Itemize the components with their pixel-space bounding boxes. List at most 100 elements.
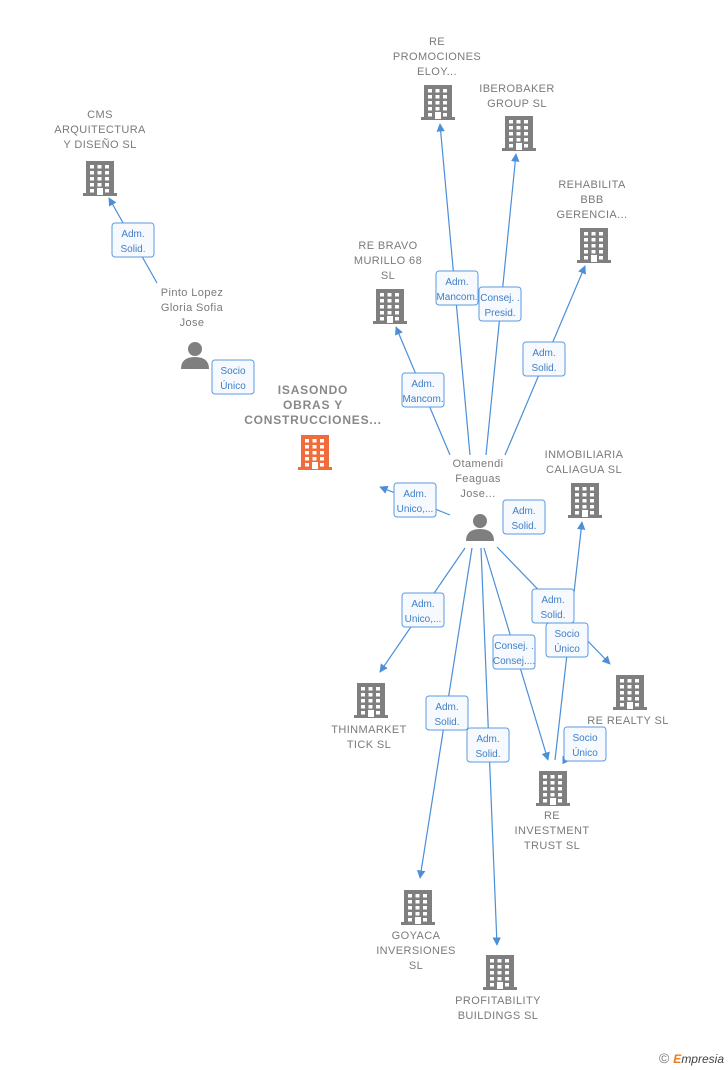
edge-label-line: Unico,...	[397, 504, 434, 515]
building-icon	[577, 228, 611, 263]
node-label: BUILDINGS SL	[458, 1010, 539, 1022]
edge-label-line: Adm.	[532, 348, 555, 359]
node-label: RE	[544, 810, 560, 822]
edge-label-line: Adm.	[435, 702, 458, 713]
node-label: Gloria Sofia	[161, 302, 224, 314]
building-icon	[83, 161, 117, 196]
node-profitability[interactable]: PROFITABILITY BUILDINGS SL	[455, 955, 541, 1022]
edge-label-otamendi-to-isasondo[interactable]: Adm.Unico,...	[393, 482, 437, 518]
edge-label-box	[466, 727, 510, 763]
copyright-icon: ©	[658, 1050, 670, 1066]
node-label: ARQUITECTURA	[54, 124, 146, 136]
edge-label-line: Adm.	[445, 277, 468, 288]
edge-label-line: Socio	[572, 733, 597, 744]
empresia-brand[interactable]: ©Empresia	[659, 1050, 724, 1066]
node-label: THINMARKET	[331, 724, 407, 736]
node-label: MURILLO 68	[354, 255, 422, 267]
edge-label-line: Único	[554, 642, 580, 655]
edge-label-line: Consej. .	[494, 641, 533, 652]
edge-label-line: Único	[220, 379, 246, 392]
edge-label-re_investment-to-inmobiliaria[interactable]: Adm.Solid.	[531, 588, 575, 624]
edge-label-otamendi-to-goyaca[interactable]: Adm. Solid.	[425, 695, 469, 731]
node-label: SL	[409, 960, 423, 972]
building-icon	[373, 289, 407, 324]
node-otamendi[interactable]: OtamendiFeaguasJose...	[453, 458, 504, 541]
node-label: Jose	[180, 317, 205, 329]
edge-label-box	[478, 286, 522, 322]
edge-label-otamendi-to-re_investment[interactable]: Consej. . Consej....	[492, 634, 536, 670]
node-label: INVERSIONES	[376, 945, 456, 957]
node-label: CMS	[87, 109, 113, 121]
node-label: RE BRAVO	[358, 240, 417, 252]
edge-label-line: Socio	[554, 629, 579, 640]
node-label: ISASONDO	[278, 383, 348, 397]
node-cms[interactable]: CMS ARQUITECTURA Y DISEÑO SL	[54, 109, 146, 196]
node-label: Jose...	[460, 488, 495, 500]
edge-label-box	[563, 726, 607, 762]
edge-label-otamendi-to-re_bravo[interactable]: Adm. Mancom.	[401, 372, 445, 408]
edge-label-box	[545, 622, 589, 658]
edge-label-box	[435, 270, 479, 306]
edge-label-line: Mancom.	[402, 394, 443, 405]
edge-label-line: Adm.	[512, 506, 535, 517]
edge-label-otamendi-to-re_promociones[interactable]: Adm.Mancom.	[435, 270, 479, 306]
node-label: PROFITABILITY	[455, 995, 541, 1007]
node-label: Otamendi	[453, 458, 504, 470]
person-icon	[181, 342, 209, 369]
building-icon	[401, 890, 435, 925]
edge-label-line: Solid.	[531, 363, 556, 374]
node-re_realty[interactable]: RE REALTY SL	[587, 675, 668, 727]
node-label: REHABILITA	[558, 179, 626, 191]
edge-label-line: Adm.	[476, 734, 499, 745]
edge-label-line: Adm.	[411, 379, 434, 390]
node-label: PROMOCIONES	[393, 51, 481, 63]
edge-label-line: Socio	[220, 366, 245, 377]
nodes-layer: CMS ARQUITECTURA Y DISEÑO SL Pinto LopezGlo…	[54, 36, 668, 1022]
building-icon	[502, 116, 536, 151]
edge-label-box	[401, 372, 445, 408]
edge-label-line: Solid.	[120, 244, 145, 255]
node-label: OBRAS Y	[283, 398, 343, 412]
edge-label-box	[425, 695, 469, 731]
building-icon	[354, 683, 388, 718]
edge-label-otamendi-to-thinmarket[interactable]: Adm. Unico,...	[401, 592, 445, 628]
node-label: INMOBILIARIA	[545, 449, 624, 461]
node-label: CONSTRUCCIONES...	[244, 413, 382, 427]
building-icon	[298, 435, 332, 470]
node-label: TRUST SL	[524, 840, 580, 852]
edge-label-line: Adm.	[411, 599, 434, 610]
node-label: Y DISEÑO SL	[63, 138, 136, 151]
edge-label-pinto-to-cms[interactable]: Adm.Solid.	[111, 222, 155, 258]
edge-label-box	[401, 592, 445, 628]
edge-label-box	[111, 222, 155, 258]
building-icon	[421, 85, 455, 120]
edge-label-otamendi-to-iberobaker[interactable]: Consej. .Presid.	[478, 286, 522, 322]
edge-label-line: Solid.	[434, 717, 459, 728]
edge-label-box	[522, 341, 566, 377]
node-rehabilita[interactable]: REHABILITABBBGERENCIA...	[556, 179, 627, 263]
edge-label-otamendi-to-re_realty[interactable]: Adm. Solid.	[502, 499, 546, 535]
edge-label-line: Solid.	[511, 521, 536, 532]
node-label: RE	[429, 36, 445, 48]
person-icon	[466, 514, 494, 541]
edge-label-line: Consej....	[493, 656, 535, 667]
building-icon	[568, 483, 602, 518]
edge-label-line: Unico,...	[405, 614, 442, 625]
node-re_promociones[interactable]: REPROMOCIONESELOY...	[393, 36, 481, 120]
node-label: Pinto Lopez	[161, 287, 224, 299]
edge-label-otamendi-to-profitability[interactable]: Adm.Solid.	[466, 727, 510, 763]
building-icon	[613, 675, 647, 710]
edge-label-otamendi-to-rehabilita[interactable]: Adm. Solid.	[522, 341, 566, 377]
